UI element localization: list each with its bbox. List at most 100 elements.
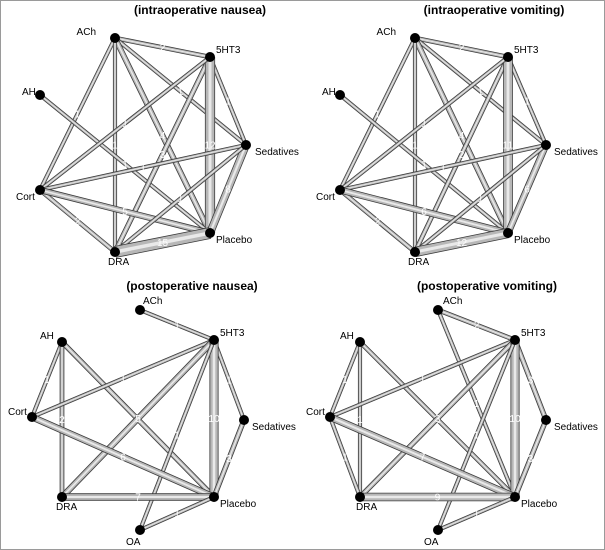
- node-ACh: [410, 33, 420, 43]
- edge-label: 10: [208, 414, 220, 425]
- edge-highlight: [339, 37, 416, 191]
- edge-label: 1: [478, 194, 484, 205]
- edge-label: 2: [474, 321, 480, 332]
- edge-highlight: [514, 339, 547, 421]
- edge-highlight: [114, 144, 247, 253]
- edge-highlight: [213, 419, 245, 498]
- edge-label: 3: [160, 150, 166, 161]
- edge-AH-Placebo: 1: [38, 93, 212, 235]
- edge-label: 2: [160, 43, 166, 54]
- edge-highlight: [114, 37, 211, 58]
- edge-AH-DRA: 1: [357, 342, 363, 497]
- edge-label: 2: [375, 217, 381, 228]
- node-AH: [57, 337, 67, 347]
- edge-Cort-Placebo: 7: [328, 413, 517, 501]
- edge-label: 3: [226, 454, 232, 465]
- node-label-Placebo: Placebo: [521, 499, 558, 510]
- edge-5HT3-Placebo: 10: [509, 340, 521, 497]
- edge-5HT3-DRA: 5: [59, 337, 217, 500]
- edge-5HT3-DRA: 3: [358, 338, 517, 499]
- network-panel-3: (postoperative nausea)11231511016371ACh5…: [8, 279, 296, 548]
- edge-Cort-DRA: 1: [328, 416, 362, 498]
- node-5HT3: [503, 52, 513, 62]
- edge-label: 1: [478, 87, 484, 98]
- edge-ACh-DRA: 1: [412, 38, 418, 252]
- edge-label: 12: [204, 141, 216, 152]
- edge-highlight: [329, 339, 516, 418]
- node-label-ACh: ACh: [377, 27, 396, 38]
- edge-highlight: [31, 339, 215, 418]
- edge-5HT3-Sedatives: 1: [212, 339, 246, 421]
- edge-label: 1: [421, 119, 427, 130]
- edge-highlight: [339, 94, 509, 234]
- edge-label: 1: [122, 160, 128, 171]
- edge-highlight: [437, 309, 516, 341]
- edge-ACh-Sedatives: 1: [113, 36, 248, 147]
- node-ACh: [433, 305, 443, 315]
- edge-label: 1: [375, 110, 381, 121]
- node-Cort: [27, 412, 37, 422]
- node-label-Cort: Cort: [16, 192, 35, 203]
- edge-highlight: [208, 144, 248, 234]
- edge-highlight: [114, 56, 211, 253]
- panel-title: (intraoperative vomiting): [424, 3, 565, 17]
- node-label-Placebo: Placebo: [514, 235, 551, 246]
- edge-Cort-Sedatives: 1: [39, 142, 247, 193]
- edge-label: 3: [528, 454, 534, 465]
- node-label-OA: OA: [126, 537, 141, 548]
- node-Placebo: [209, 492, 219, 502]
- edge-Sedatives-Placebo: 6: [504, 143, 550, 235]
- edge-label: 5: [122, 207, 128, 218]
- edge-highlight: [209, 56, 247, 146]
- edge-label: 3: [435, 414, 441, 425]
- node-Placebo: [205, 228, 215, 238]
- edge-label: 1: [120, 374, 126, 385]
- edge-highlight: [507, 56, 547, 146]
- node-DRA: [355, 492, 365, 502]
- edge-5HT3-DRA: 3: [112, 55, 213, 254]
- edge-5HT3-Cort: 1: [38, 55, 212, 192]
- node-Cort: [35, 185, 45, 195]
- edge-Sedatives-Placebo: 3: [512, 419, 549, 498]
- edge-label: 1: [474, 399, 480, 410]
- edge-ACh-5HT3: 1: [139, 308, 215, 342]
- edge-ACh-Placebo: 4: [112, 36, 213, 235]
- edge-Sedatives-Placebo: 3: [211, 419, 247, 498]
- edge-label: 10: [509, 414, 521, 425]
- node-label-Cort: Cort: [8, 407, 27, 418]
- node-DRA: [57, 492, 67, 502]
- edge-label: 12: [456, 238, 468, 249]
- edge-5HT3-Sedatives: 1: [208, 56, 248, 146]
- edge-label: 3: [528, 376, 534, 387]
- edge-label: 1: [178, 87, 184, 98]
- node-label-5HT3: 5HT3: [514, 45, 539, 56]
- edge-Sedatives-DRA: 1: [113, 143, 248, 254]
- edge-label: 1: [412, 141, 418, 152]
- edge-5HT3-Cort: 1: [329, 338, 516, 419]
- node-label-Placebo: Placebo: [220, 499, 257, 510]
- edge-label: 2: [459, 43, 465, 54]
- node-label-5HT3: 5HT3: [216, 45, 241, 56]
- edge-5HT3-Placebo: 12: [204, 57, 216, 233]
- edge-highlight: [39, 37, 116, 191]
- edge-highlight: [39, 189, 211, 234]
- edge-label: 1: [440, 163, 446, 174]
- edge-label: 1: [474, 431, 480, 442]
- edge-AH-Cort: 1: [328, 341, 362, 418]
- edge-label: 1: [421, 160, 427, 171]
- edge-label: 1: [357, 415, 363, 426]
- node-label-5HT3: 5HT3: [521, 328, 546, 339]
- edge-label: 9: [435, 493, 441, 504]
- node-AH: [35, 90, 45, 100]
- edge-Sedatives-DRA: 1: [413, 143, 548, 254]
- edge-Cort-DRA: 2: [38, 188, 117, 254]
- node-ACh: [135, 305, 145, 315]
- edge-ACh-Sedatives: 1: [413, 36, 548, 147]
- node-label-DRA: DRA: [56, 502, 77, 513]
- edge-ACh-5HT3: 2: [437, 307, 516, 343]
- edge-highlight: [437, 309, 516, 498]
- node-5HT3: [205, 52, 215, 62]
- edge-label: 1: [474, 509, 480, 520]
- edge-AH-Cort: 1: [30, 341, 64, 418]
- edge-5HT3-Placebo: 11: [503, 57, 514, 233]
